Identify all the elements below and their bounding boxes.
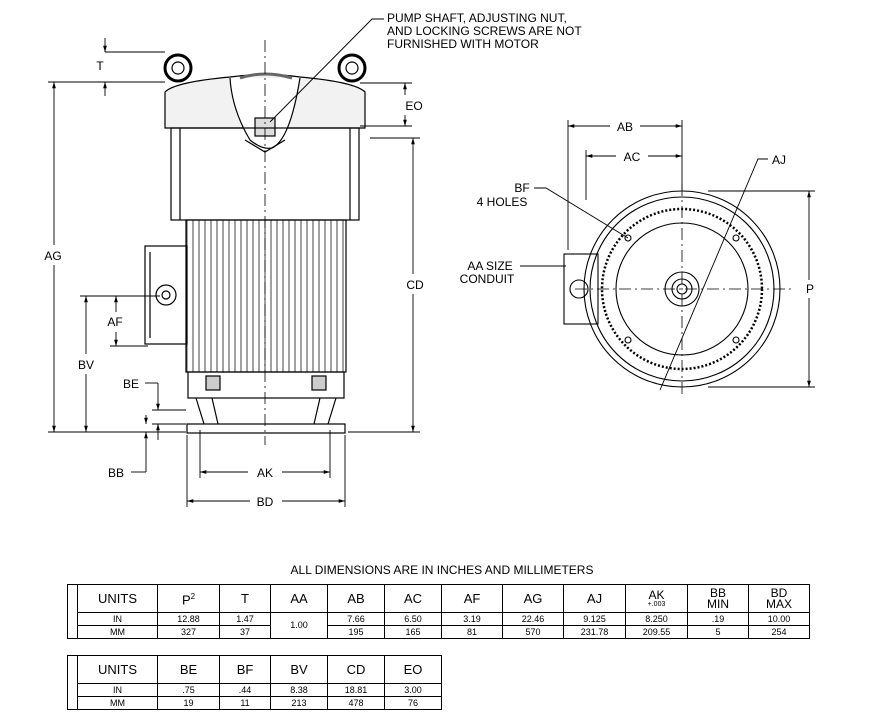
header-ac: AC — [384, 584, 442, 613]
dim-label-aa: AA SIZE — [467, 259, 512, 273]
header-bv: BV — [270, 655, 328, 684]
motor-dimension-drawing: T EO AG CD AF BV BE BB AK BD — [44, 18, 815, 509]
cell: 3.19 — [441, 612, 503, 626]
lifting-eye-right — [337, 53, 367, 83]
table-row-in: IN 12.88 1.47 1.00 7.66 6.50 3.19 22.46 … — [68, 612, 810, 639]
table-header-row: UNITS BE BF BV CD EO — [67, 655, 442, 710]
header-be: BE — [157, 655, 220, 684]
cell: 18.81 — [327, 683, 385, 697]
cell: 231.78 — [563, 625, 626, 639]
top-dimension-lines — [520, 120, 815, 391]
cell: 327 — [157, 625, 220, 639]
dim-label-bf: BF — [514, 181, 529, 195]
row-label-in: IN — [77, 683, 158, 697]
dim-label-ak: AK — [257, 466, 273, 480]
row-label-in: IN — [77, 612, 158, 626]
cell: 12.88 — [157, 612, 220, 626]
cell: .75 — [157, 683, 220, 697]
dim-label-ag: AG — [44, 249, 61, 263]
cell: 165 — [384, 625, 442, 639]
cell: 37 — [219, 625, 271, 639]
dim-label-p: P — [806, 282, 814, 296]
dim-label-ac: AC — [624, 150, 641, 164]
cell: 5 — [687, 625, 749, 639]
cell: 570 — [502, 625, 564, 639]
cell-aa-merged: 1.00 — [270, 612, 328, 639]
row-label-mm: MM — [77, 696, 158, 710]
cell: 195 — [327, 625, 385, 639]
dim-label-be: BE — [123, 377, 139, 391]
dim-label-ab: AB — [617, 120, 633, 134]
dim-label-eo: EO — [405, 99, 422, 113]
cell: .19 — [687, 612, 749, 626]
table-row-mm: MM 327 37 195 165 81 570 231.78 209.55 5… — [68, 625, 810, 639]
note-line-3: FURNISHED WITH MOTOR — [387, 37, 539, 51]
dim-label-bb: BB — [108, 466, 124, 480]
cell: 7.66 — [327, 612, 385, 626]
cell: 10.00 — [748, 612, 810, 626]
header-aj: AJ — [563, 584, 626, 613]
dim-label-af: AF — [107, 315, 122, 329]
base-flange — [186, 423, 346, 434]
table-row-in: IN .75 .44 8.38 18.81 3.00 — [68, 683, 442, 697]
cell: 9.125 — [563, 612, 626, 626]
cell: 81 — [441, 625, 503, 639]
header-aa: AA — [270, 584, 328, 613]
note-line-1: PUMP SHAFT, ADJUSTING NUT, — [387, 11, 567, 25]
motor-side-view — [144, 40, 367, 445]
header-units: UNITS — [77, 655, 158, 684]
dimensions-heading: ALL DIMENSIONS ARE IN INCHES AND MILLIME… — [290, 563, 594, 577]
dim-label-cd: CD — [406, 278, 424, 292]
cell: 6.50 — [384, 612, 442, 626]
dim-label-aa-conduit: CONDUIT — [460, 272, 515, 286]
finned-frame — [185, 219, 347, 373]
table-row-mm: MM 19 11 213 478 76 — [68, 696, 442, 710]
cell: 19 — [157, 696, 220, 710]
header-eo: EO — [384, 655, 442, 684]
note-shaft-not-furnished: PUMP SHAFT, ADJUSTING NUT, AND LOCKING S… — [387, 12, 582, 51]
header-ak: AK+.003 — [625, 584, 688, 613]
header-t: T — [219, 584, 271, 613]
cell: 3.00 — [384, 683, 442, 697]
header-cd: CD — [327, 655, 385, 684]
cell: 22.46 — [502, 612, 564, 626]
dimension-table-2: UNITS BE BF BV CD EO IN .75 .44 8.38 18.… — [67, 655, 442, 710]
cell: 76 — [384, 696, 442, 710]
dim-label-bv: BV — [78, 358, 94, 372]
header-ab: AB — [327, 584, 385, 613]
header-bf: BF — [219, 655, 271, 684]
lower-end-bell — [187, 371, 345, 399]
cell: 11 — [219, 696, 271, 710]
note-line-2: AND LOCKING SCREWS ARE NOT — [387, 24, 582, 38]
cell: 213 — [270, 696, 328, 710]
dim-label-t: T — [96, 59, 104, 73]
note-leader — [269, 18, 384, 123]
cell: 1.47 — [219, 612, 271, 626]
side-dimension-lines — [48, 38, 420, 507]
cell: 254 — [748, 625, 810, 639]
cell: 478 — [327, 696, 385, 710]
motor-top-view — [563, 184, 792, 395]
dim-label-aj: AJ — [772, 153, 786, 167]
lifting-eye-left — [163, 53, 193, 83]
row-label-mm: MM — [77, 625, 158, 639]
header-ag: AG — [502, 584, 564, 613]
cell: .44 — [219, 683, 271, 697]
cell: 209.55 — [625, 625, 688, 639]
header-p: P2 — [157, 584, 220, 613]
header-units: UNITS — [77, 584, 158, 613]
dim-label-bf-holes: 4 HOLES — [477, 195, 528, 209]
header-af: AF — [441, 584, 503, 613]
conduit-box — [144, 245, 188, 345]
cell: 8.38 — [270, 683, 328, 697]
dim-label-bd: BD — [257, 495, 274, 509]
cell: 8.250 — [625, 612, 688, 626]
